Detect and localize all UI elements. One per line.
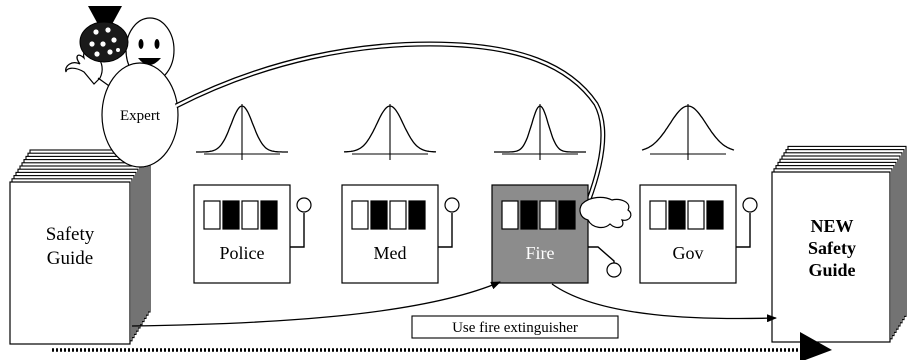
- machine-lever-arm: [438, 213, 453, 248]
- timeline-arrowhead: [800, 332, 832, 360]
- old-guide-front-page: [9, 181, 131, 345]
- bell-curve-police: [196, 105, 288, 153]
- bell-curve-med: [343, 105, 437, 153]
- machine-label-fire: Fire: [526, 243, 555, 263]
- machine-reel: [558, 200, 576, 230]
- machine-lever-arm: [290, 213, 305, 248]
- slot-machine-fire: Fire: [491, 184, 622, 284]
- expert-long-arm: [174, 41, 606, 203]
- arrow-guide-to-fire: [131, 281, 501, 327]
- old-safety-guide-stack: Safety Guide: [9, 149, 151, 345]
- machine-body: [193, 184, 291, 284]
- expert-label: Expert: [120, 108, 161, 124]
- slot-machine-police: Police: [193, 184, 312, 284]
- expert-hat-funnel: [88, 6, 122, 28]
- new-guide-title-line1: NEW: [810, 216, 853, 236]
- arm-outline: [174, 41, 606, 203]
- machine-label-med: Med: [374, 243, 407, 263]
- machine-reel: [687, 200, 705, 230]
- machine-body: [491, 184, 589, 284]
- machine-reel: [539, 200, 557, 230]
- slot-machines: Police Med Fire Gov: [193, 184, 758, 284]
- expert-character: Expert: [65, 6, 179, 168]
- new-safety-guide-stack: NEW Safety Guide: [771, 145, 907, 343]
- arrow-fire-to-new-guide: [551, 283, 777, 323]
- machine-body: [341, 184, 439, 284]
- machine-lever-knob: [742, 197, 758, 213]
- machine-lever-arm: [588, 246, 615, 265]
- machine-lever-knob: [606, 262, 622, 278]
- machine-label-gov: Gov: [673, 243, 704, 263]
- arm-inner: [175, 42, 605, 203]
- expert-pulling-hand: [579, 196, 632, 229]
- bell-curve-gov: [641, 105, 735, 151]
- machine-reel: [520, 200, 538, 230]
- action-label: Use fire extinguisher: [452, 320, 578, 336]
- bell-curves: [196, 104, 735, 160]
- machine-lever-arm: [736, 213, 751, 248]
- action-label-box: [411, 315, 619, 339]
- machine-reel: [389, 200, 407, 230]
- machine-reel: [241, 200, 259, 230]
- machine-reel: [370, 200, 388, 230]
- machine-label-police: Police: [220, 243, 265, 263]
- old-guide-title-line2: Guide: [47, 248, 93, 269]
- expert-body: [101, 62, 179, 168]
- machine-reel: [408, 200, 426, 230]
- machine-reel: [649, 200, 667, 230]
- expert-hat-dots: [89, 27, 120, 57]
- machine-body: [639, 184, 737, 284]
- old-guide-title-line1: Safety: [46, 224, 95, 245]
- machine-reel: [501, 200, 519, 230]
- new-guide-title-line3: Guide: [808, 260, 855, 280]
- expert-left-eye: [138, 39, 144, 49]
- slot-machine-gov: Gov: [639, 184, 758, 284]
- machine-reel: [260, 200, 278, 230]
- new-guide-front-page: [771, 171, 891, 343]
- new-guide-title-line2: Safety: [808, 238, 856, 258]
- machine-reel: [706, 200, 724, 230]
- slot-machine-med: Med: [341, 184, 460, 284]
- machine-reel: [222, 200, 240, 230]
- machine-reel: [203, 200, 221, 230]
- bell-curve-fire: [494, 105, 586, 153]
- machine-lever-knob: [296, 197, 312, 213]
- machine-reel: [668, 200, 686, 230]
- expert-right-eye: [154, 39, 160, 49]
- machine-lever-knob: [444, 197, 460, 213]
- machine-reel: [351, 200, 369, 230]
